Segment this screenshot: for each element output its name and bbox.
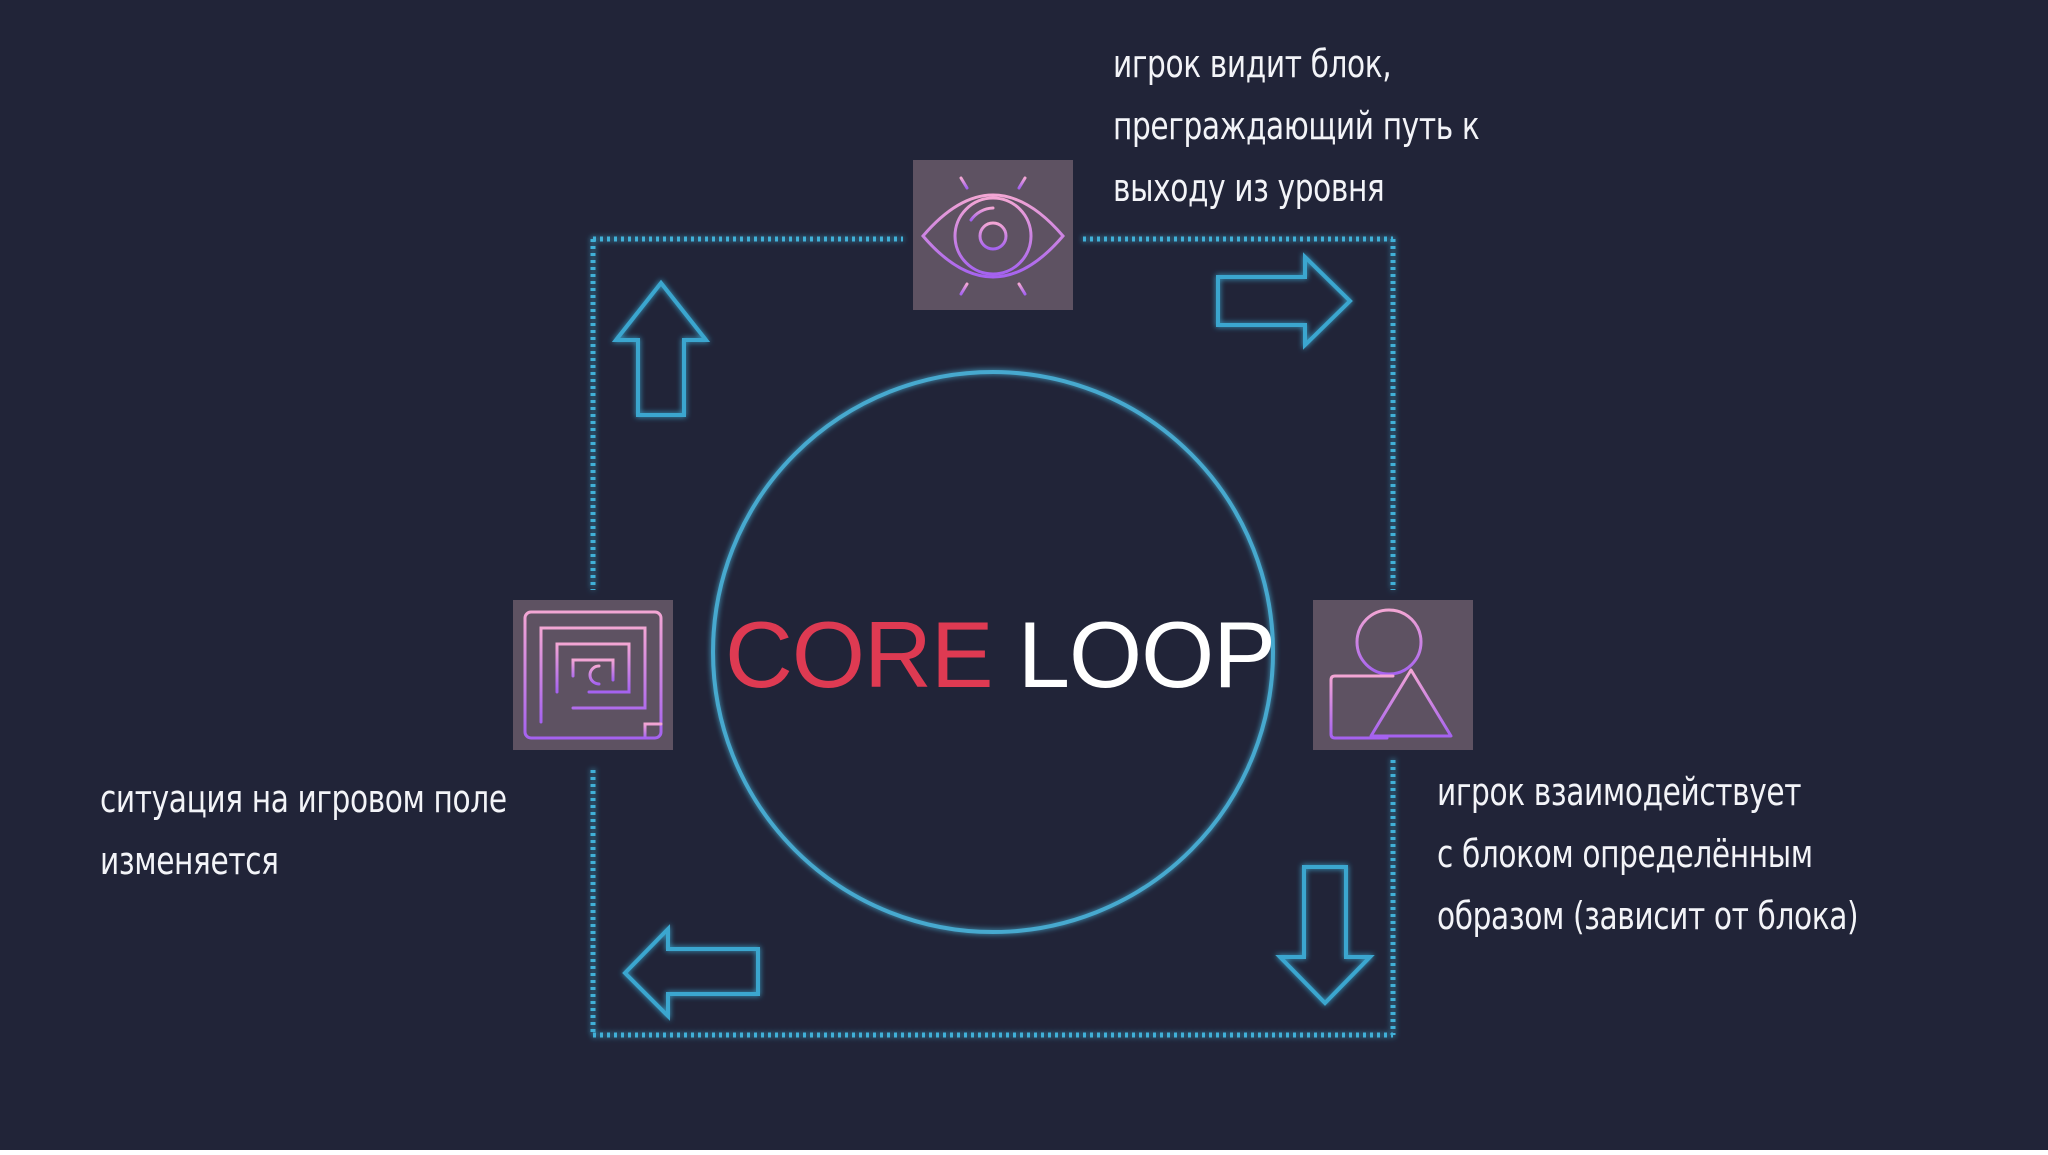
- shapes-tile: [1313, 588, 1486, 750]
- eye-tile: [913, 148, 1073, 310]
- caption-line: выходу из уровня: [1113, 166, 1385, 210]
- core-circle: [711, 370, 1275, 934]
- arrow-down-icon: [1275, 865, 1375, 1006]
- dotted-frame: [590, 236, 1396, 1038]
- arrow-left-icon: [622, 924, 760, 1021]
- caption-line: изменяется: [100, 839, 279, 883]
- shapes-icon: [1329, 608, 1453, 740]
- caption-line: образом (зависит от блока): [1437, 894, 1859, 938]
- step-top-caption: игрок видит блок, преграждающий путь к в…: [1113, 33, 1480, 219]
- caption-line: ситуация на игровом поле: [100, 777, 507, 821]
- caption-line: игрок взаимодействует: [1437, 770, 1802, 814]
- core-loop-title: CORE LOOP: [710, 590, 1290, 720]
- arrow-up-icon: [611, 279, 711, 417]
- caption-line: с блоком определённым: [1437, 832, 1813, 876]
- arrow-right-icon: [1216, 252, 1353, 350]
- caption-line: преграждающий путь к: [1113, 104, 1480, 148]
- maze-tile: [499, 588, 673, 750]
- step-right-caption: игрок взаимодействует с блоком определён…: [1437, 761, 1859, 947]
- title-word-core: CORE: [725, 602, 994, 707]
- eye-icon: [921, 170, 1065, 302]
- step-left-caption: ситуация на игровом поле изменяется: [100, 768, 507, 892]
- title-word-loop: LOOP: [1017, 602, 1276, 707]
- maze-icon: [523, 610, 663, 740]
- caption-line: игрок видит блок,: [1113, 42, 1392, 86]
